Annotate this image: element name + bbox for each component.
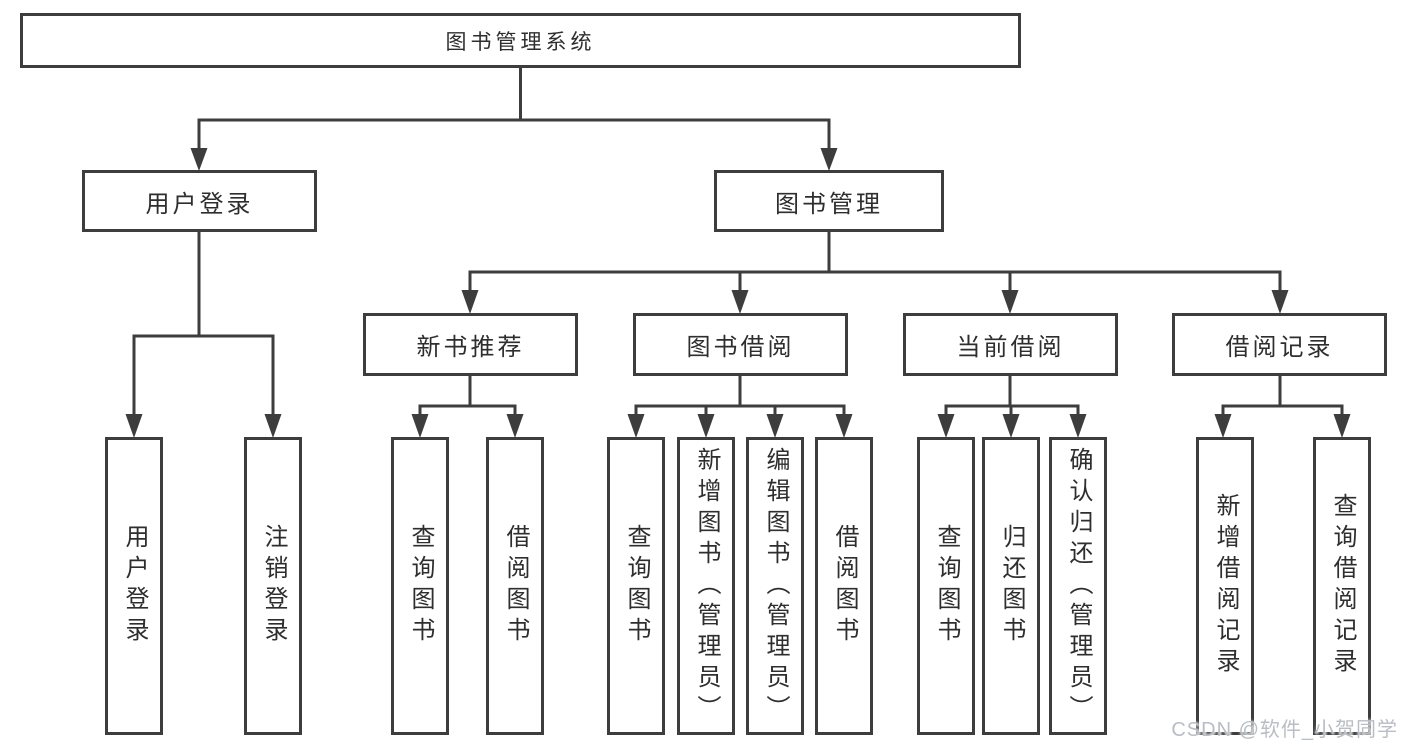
node-book-borrowing: 图书借阅 (633, 313, 848, 376)
leaf-edit-book-admin: 编辑图书（管理员） (746, 437, 804, 735)
node-book-management-branch-label: 图书管理 (775, 190, 883, 218)
leaf-add-book-admin: 新增图书（管理员） (677, 437, 735, 735)
csdn-watermark: CSDN @软件_小贺同学 (1171, 719, 1398, 741)
leaf-borrow-books-label: 借阅图书 (831, 524, 858, 648)
leaf-logout: 注销登录 (244, 437, 302, 735)
leaf-query-borrow-record-label: 查询借阅记录 (1329, 493, 1356, 679)
leaf-return-books: 归还图书 (982, 437, 1040, 735)
leaf-edit-book-admin-label: 编辑图书（管理员） (762, 446, 789, 726)
leaf-borrow-books-recommend: 借阅图书 (486, 437, 544, 735)
leaf-add-book-admin-label: 新增图书（管理员） (693, 446, 720, 726)
node-root-label: 图书管理系统 (445, 30, 596, 54)
leaf-query-books-borrowing-label: 查询图书 (623, 524, 650, 648)
leaf-borrow-books-recommend-label: 借阅图书 (502, 524, 529, 648)
leaf-user-login-label: 用户登录 (121, 524, 148, 648)
node-user-login-branch: 用户登录 (82, 170, 317, 232)
node-current-borrowing-label: 当前借阅 (956, 334, 1065, 361)
leaf-user-login: 用户登录 (105, 437, 163, 735)
node-root: 图书管理系统 (20, 13, 1021, 68)
leaf-return-books-label: 归还图书 (998, 524, 1025, 648)
node-user-login-branch-label: 用户登录 (145, 190, 254, 218)
leaf-query-books-current: 查询图书 (917, 437, 975, 735)
node-new-book-recommend: 新书推荐 (363, 313, 578, 376)
node-new-book-recommend-label: 新书推荐 (416, 334, 525, 361)
leaf-query-borrow-record: 查询借阅记录 (1313, 437, 1371, 735)
leaf-query-books-borrowing: 查询图书 (607, 437, 665, 735)
node-borrow-records-label: 借阅记录 (1225, 334, 1334, 361)
leaf-confirm-return-admin-label: 确认归还（管理员） (1065, 446, 1092, 726)
leaf-confirm-return-admin: 确认归还（管理员） (1049, 437, 1107, 735)
leaf-query-books-recommend-label: 查询图书 (407, 524, 434, 648)
node-book-borrowing-label: 图书借阅 (686, 334, 795, 361)
node-current-borrowing: 当前借阅 (903, 313, 1118, 376)
leaf-query-books-current-label: 查询图书 (933, 524, 960, 648)
leaf-borrow-books: 借阅图书 (815, 437, 873, 735)
leaf-logout-label: 注销登录 (260, 524, 287, 648)
leaf-add-borrow-record-label: 新增借阅记录 (1212, 493, 1239, 679)
node-borrow-records: 借阅记录 (1172, 313, 1387, 376)
leaf-add-borrow-record: 新增借阅记录 (1196, 437, 1254, 735)
leaf-query-books-recommend: 查询图书 (391, 437, 449, 735)
node-book-management-branch: 图书管理 (714, 170, 944, 232)
